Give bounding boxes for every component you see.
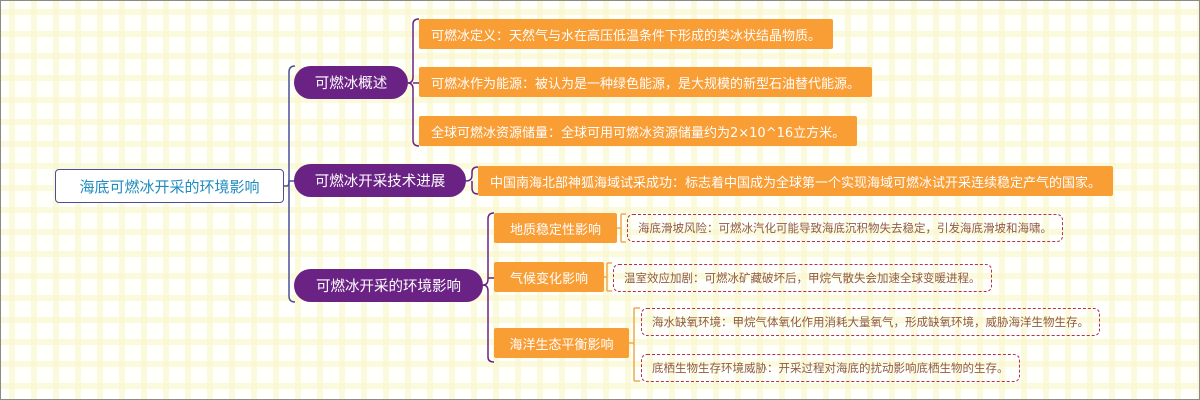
sub-geological-stability[interactable]: 地质稳定性影响	[494, 213, 617, 243]
branch-overview[interactable]: 可燃冰概述	[294, 66, 408, 99]
branch-environmental-impact[interactable]: 可燃冰开采的环境影响	[294, 269, 483, 302]
note-landslide-risk[interactable]: 海底滑坡风险：可燃冰汽化可能导致海底沉积物失去稳定，引发海底滑坡和海啸。	[627, 214, 1063, 242]
branch-label: 可燃冰概述	[314, 76, 388, 92]
sub-marine-ecology[interactable]: 海洋生态平衡影响	[494, 328, 629, 358]
leaf-definition[interactable]: 可燃冰定义：天然气与水在高压低温条件下形成的类冰状结晶物质。	[419, 19, 834, 49]
note-greenhouse-effect[interactable]: 温室效应加剧：可燃冰矿藏破坏后，甲烷气散失会加速全球变暖进程。	[613, 264, 992, 292]
root-topic-label: 海底可燃冰开采的环境影响	[79, 177, 260, 196]
leaf-label: 全球可燃冰资源储量：全球可用可燃冰资源储量约为2×10^16立方米。	[431, 125, 846, 141]
sub-label: 气候变化影响	[509, 271, 588, 287]
leaf-label: 可燃冰定义：天然气与水在高压低温条件下形成的类冰状结晶物质。	[431, 28, 822, 44]
leaf-energy[interactable]: 可燃冰作为能源：被认为是一种绿色能源，是大规模的新型石油替代能源。	[419, 67, 873, 97]
branch-label: 可燃冰开采的环境影响	[316, 279, 461, 295]
branch-technology[interactable]: 可燃冰开采技术进展	[294, 164, 466, 197]
note-label: 底栖生物生存环境威胁：开采过程对海底的扰动影响底栖生物的生存。	[652, 361, 1009, 375]
leaf-reserves[interactable]: 全球可燃冰资源储量：全球可用可燃冰资源储量约为2×10^16立方米。	[419, 116, 858, 146]
note-hypoxia[interactable]: 海水缺氧环境：甲烷气体氧化作用消耗大量氧气，形成缺氧环境，威胁海洋生物生存。	[641, 308, 1100, 336]
note-benthic-threat[interactable]: 底栖生物生存环境威胁：开采过程对海底的扰动影响底栖生物的生存。	[641, 354, 1020, 382]
sub-label: 地质稳定性影响	[509, 222, 601, 238]
sub-label: 海洋生态平衡影响	[509, 337, 614, 353]
leaf-shenhu-trial[interactable]: 中国南海北部神狐海域试采成功：标志着中国成为全球第一个实现海域可燃冰试开采连续稳…	[478, 166, 1114, 196]
note-label: 温室效应加剧：可燃冰矿藏破坏后，甲烷气散失会加速全球变暖进程。	[624, 271, 981, 285]
leaf-label: 可燃冰作为能源：被认为是一种绿色能源，是大规模的新型石油替代能源。	[431, 76, 861, 92]
note-label: 海水缺氧环境：甲烷气体氧化作用消耗大量氧气，形成缺氧环境，威胁海洋生物生存。	[652, 315, 1089, 329]
sub-climate-change[interactable]: 气候变化影响	[494, 262, 604, 292]
branch-label: 可燃冰开采技术进展	[314, 174, 446, 190]
note-label: 海底滑坡风险：可燃冰汽化可能导致海底沉积物失去稳定，引发海底滑坡和海啸。	[638, 221, 1052, 235]
root-topic[interactable]: 海底可燃冰开采的环境影响	[55, 169, 284, 203]
leaf-label: 中国南海北部神狐海域试采成功：标志着中国成为全球第一个实现海域可燃冰试开采连续稳…	[490, 175, 1102, 191]
